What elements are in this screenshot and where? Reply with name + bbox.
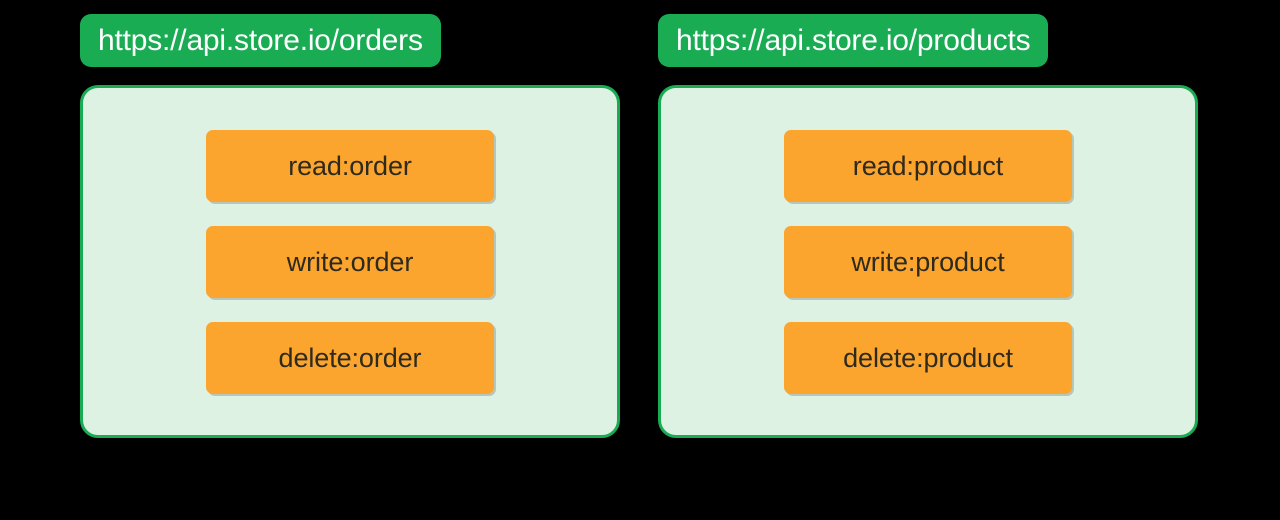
api-resource-group-orders: https://api.store.io/orders read:order w… (80, 14, 620, 438)
scope-chip-delete-order[interactable]: delete:order (206, 322, 494, 394)
scope-chip-read-order[interactable]: read:order (206, 130, 494, 202)
scope-chip-delete-product[interactable]: delete:product (784, 322, 1072, 394)
scope-panel-products: read:product write:product delete:produc… (658, 85, 1198, 438)
resource-url-products[interactable]: https://api.store.io/products (658, 14, 1049, 67)
scope-chip-write-order[interactable]: write:order (206, 226, 494, 298)
scope-chip-write-product[interactable]: write:product (784, 226, 1072, 298)
scope-panel-orders: read:order write:order delete:order (80, 85, 620, 438)
scope-chip-read-product[interactable]: read:product (784, 130, 1072, 202)
api-resource-group-products: https://api.store.io/products read:produ… (658, 14, 1198, 438)
resource-url-orders[interactable]: https://api.store.io/orders (80, 14, 441, 67)
